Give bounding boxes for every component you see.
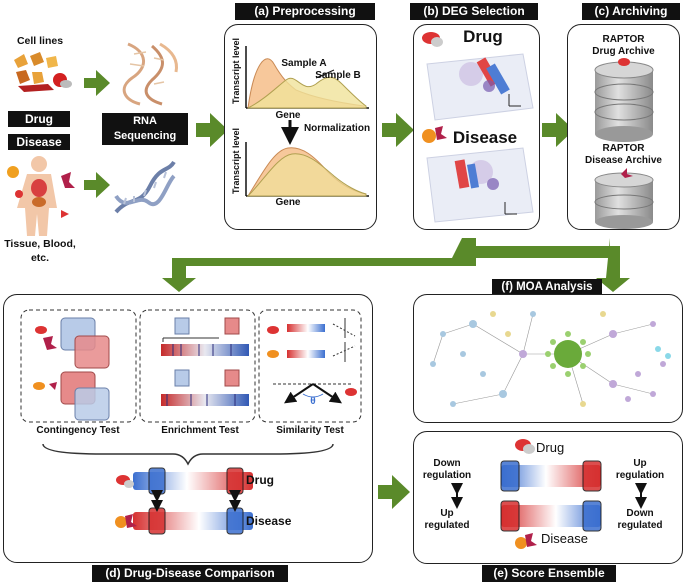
contingency-box — [20, 309, 137, 423]
archiving-title: (c) Archiving — [582, 3, 680, 20]
down-regulated-1: Down — [626, 508, 654, 519]
disease-tag: Disease — [8, 134, 70, 150]
human-body-icon — [7, 156, 75, 236]
preprocessing-title: (a) Preprocessing — [235, 3, 375, 20]
arrow-deg-down-left — [162, 238, 476, 292]
arrow-deg-archive — [542, 113, 574, 147]
etc-label: etc. — [30, 252, 50, 264]
archive-databases — [594, 58, 654, 229]
similarity-label: Similarity Test — [276, 425, 344, 436]
down-regulated-2: regulated — [617, 520, 663, 531]
up-regulated-1: Up — [440, 508, 454, 519]
rna-sequencing-tag: RNA Sequencing — [102, 113, 188, 145]
up-regulation-2: regulation — [615, 470, 665, 481]
disease-database-icon — [594, 168, 654, 229]
disease-archive-line2: Disease Archive — [585, 155, 662, 166]
rna-line1: RNA — [133, 115, 157, 127]
deg-drug-label: Drug — [463, 27, 503, 46]
gene-label-bottom: Gene — [275, 197, 301, 208]
normalized-curve-b — [246, 153, 367, 197]
moa-title: (f) MOA Analysis — [492, 279, 602, 296]
deg-disease-label: Disease — [452, 128, 518, 147]
deg-drug-scatter — [426, 53, 534, 121]
moa-network — [430, 311, 671, 407]
down-regulation-2: regulation — [422, 470, 472, 481]
down-regulation-1: Down — [433, 458, 461, 469]
ensemble-drug-label: Drug — [536, 440, 565, 455]
sample-b-label: Sample B — [315, 70, 361, 81]
drug-archive-line1: RAPTOR — [602, 34, 645, 45]
ylabel-top: Transcript level — [231, 37, 241, 105]
up-regulated-2: regulated — [424, 520, 470, 531]
arrow-comparison-ensemble — [378, 475, 410, 509]
theta-label: θ — [310, 396, 316, 407]
ensemble-disease-label: Disease — [541, 531, 588, 546]
ylabel-bottom: Transcript level — [231, 127, 241, 195]
pill-icon-deg-drug — [422, 32, 443, 47]
ensemble-title: (e) Score Ensemble — [482, 565, 616, 582]
deg-plots — [422, 32, 534, 223]
rna-strand-icon — [122, 42, 178, 106]
similarity-box — [258, 309, 362, 423]
dna-helix-icon — [114, 160, 176, 214]
moa-panel — [413, 294, 683, 423]
comparison-diagram — [20, 309, 362, 535]
arrow-rna-preproc — [196, 113, 228, 147]
enrichment-label: Enrichment Test — [161, 425, 239, 436]
deg-title: (b) DEG Selection — [410, 3, 538, 20]
flow-arrows — [84, 70, 630, 509]
network-hub — [554, 340, 582, 368]
disease-archive-line1: RAPTOR — [602, 143, 645, 154]
comparison-title: (d) Drug-Disease Comparison — [92, 565, 288, 582]
cell-lines-icon — [14, 52, 72, 92]
enrichment-box — [139, 309, 256, 423]
preprocessing-chart — [245, 46, 369, 197]
tissue-label: Tissue, Blood, — [4, 238, 76, 250]
sample-b-curve — [247, 76, 367, 109]
normalization-label: Normalization — [303, 123, 371, 134]
sample-a-label: Sample A — [281, 58, 327, 69]
comparison-drug-label: Drug — [246, 473, 274, 487]
drug-tag: Drug — [8, 111, 70, 127]
contingency-label: Contingency Test — [36, 425, 120, 436]
arrow-preproc-deg — [382, 113, 414, 147]
drug-database-icon — [594, 58, 654, 142]
gene-label-top: Gene — [275, 110, 301, 121]
comparison-disease-label: Disease — [246, 514, 292, 528]
arrow-drug-rna — [84, 70, 110, 96]
up-regulation-1: Up — [633, 458, 647, 469]
virus-icon-deg-disease — [422, 126, 447, 143]
ensemble-diagram — [451, 439, 647, 549]
arrow-disease-rna — [84, 172, 110, 198]
arrow-deg-down-right — [476, 238, 630, 292]
cell-lines-label: Cell lines — [16, 35, 64, 47]
deg-disease-scatter — [426, 147, 534, 223]
drug-archive-line2: Drug Archive — [592, 46, 655, 57]
rna-line2: Sequencing — [113, 130, 177, 142]
